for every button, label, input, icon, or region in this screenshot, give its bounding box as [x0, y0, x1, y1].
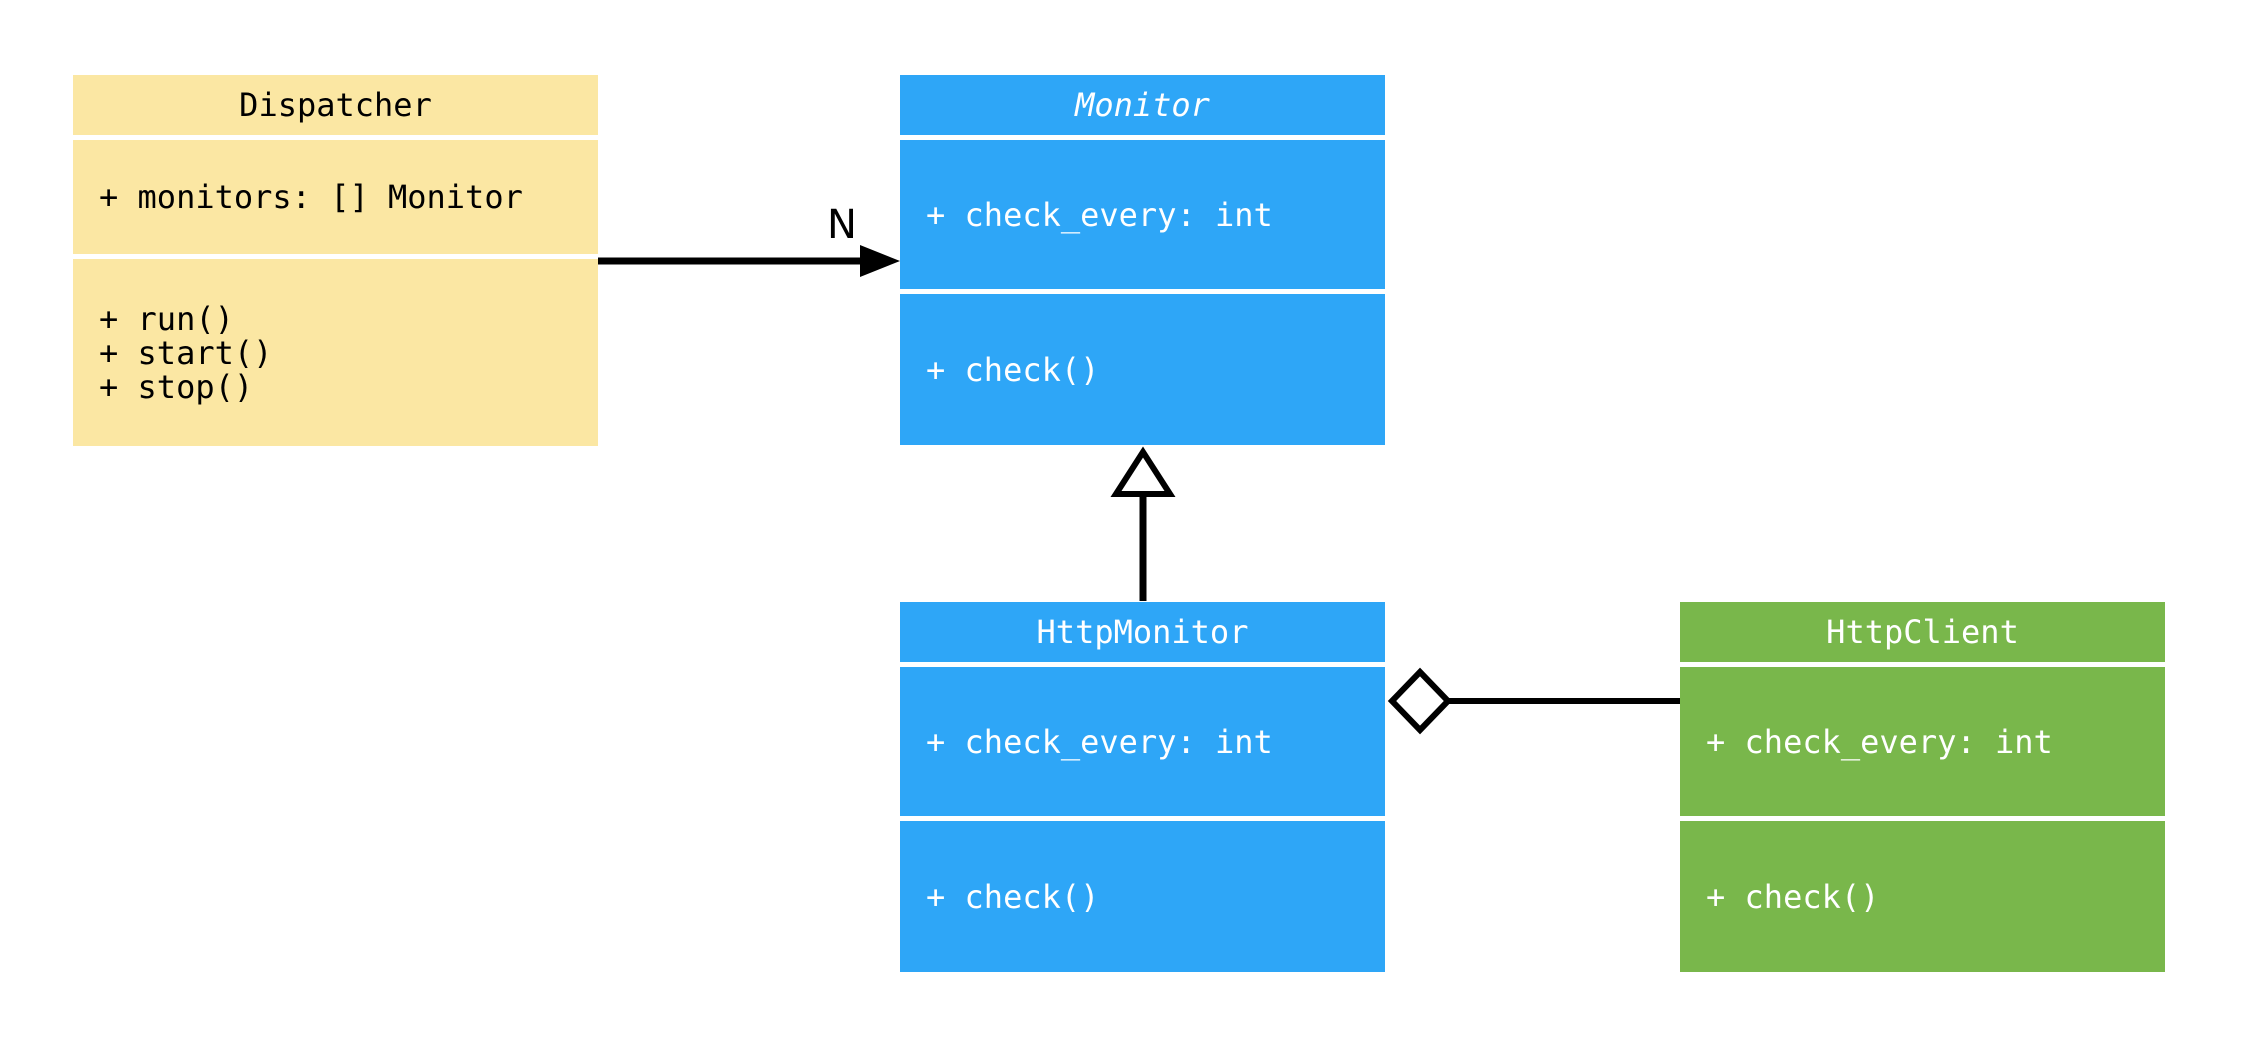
- class-attribute: + check_every: int: [926, 195, 1273, 234]
- class-method: + stop(): [99, 367, 254, 406]
- class-attribute: + monitors: [] Monitor: [99, 178, 523, 216]
- class-attribute: + check_every: int: [1706, 722, 2053, 761]
- class-title: HttpMonitor: [900, 602, 1385, 662]
- inheritance-edge-httpmonitor-monitor: [1110, 446, 1176, 601]
- class-box-httpclient: HttpClient + check_every: int + check(): [1680, 602, 2165, 972]
- class-box-httpmonitor: HttpMonitor + check_every: int + check(): [900, 602, 1385, 972]
- class-method: + run(): [99, 299, 234, 338]
- class-attributes-section: + check_every: int: [1680, 667, 2165, 816]
- class-methods-section: + check(): [900, 821, 1385, 972]
- class-method: + check(): [1706, 877, 1880, 916]
- class-methods-section: + check(): [1680, 821, 2165, 972]
- hollow-triangle-icon: [1110, 446, 1176, 497]
- class-attributes-section: + check_every: int: [900, 667, 1385, 816]
- filled-arrowhead-icon: [860, 245, 900, 277]
- class-box-monitor: Monitor + check_every: int + check(): [900, 75, 1385, 445]
- class-box-dispatcher: Dispatcher + monitors: [] Monitor + run(…: [73, 75, 598, 446]
- class-attribute: + check_every: int: [926, 722, 1273, 761]
- class-method: + check(): [926, 877, 1100, 916]
- class-attributes-section: + check_every: int: [900, 140, 1385, 289]
- class-title: Dispatcher: [73, 75, 598, 135]
- class-methods-section: + run() + start() + stop(): [73, 259, 598, 446]
- class-method: + start(): [99, 333, 273, 372]
- class-method: + check(): [926, 350, 1100, 389]
- class-methods-section: + check(): [900, 294, 1385, 445]
- association-edge-dispatcher-monitor: [598, 245, 900, 277]
- class-title: HttpClient: [1680, 602, 2165, 662]
- class-attributes-section: + monitors: [] Monitor: [73, 140, 598, 254]
- hollow-diamond-icon: [1387, 667, 1453, 735]
- aggregation-edge-httpmonitor-httpclient: [1387, 667, 1680, 735]
- class-title: Monitor: [900, 75, 1385, 135]
- multiplicity-label: N: [827, 202, 857, 248]
